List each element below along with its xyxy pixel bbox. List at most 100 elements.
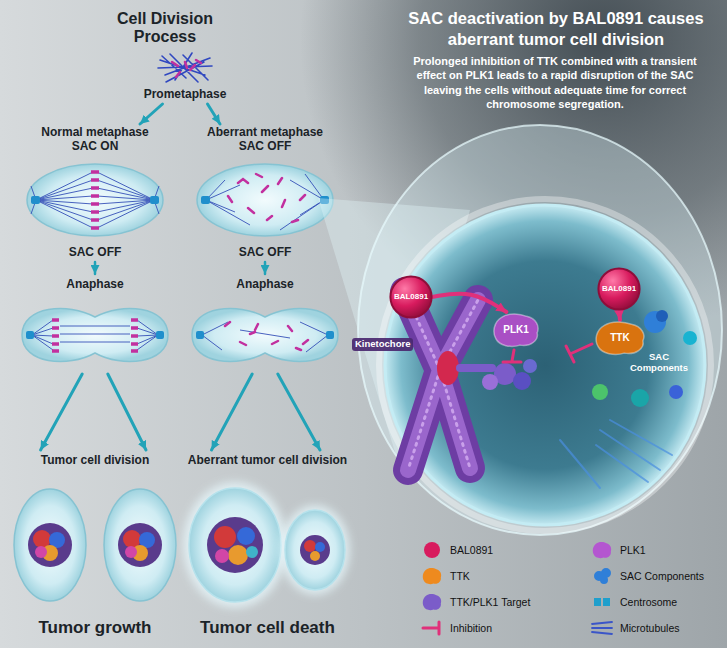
part-label: Kinetochore xyxy=(352,338,413,351)
node-heading: Tumor cell division xyxy=(41,454,149,468)
anaphase-cell xyxy=(22,308,168,361)
flow-arrow xyxy=(94,262,97,274)
dying-cells xyxy=(183,482,287,608)
dying-cells xyxy=(300,535,330,565)
legend-item: BAL0891 xyxy=(420,540,493,560)
legend-item: Microtubules xyxy=(590,618,680,638)
metaphase-cell xyxy=(31,172,159,228)
protein-blob xyxy=(494,314,538,346)
daughter-cells xyxy=(118,523,162,567)
chromosome xyxy=(405,292,478,470)
dying-cells xyxy=(310,551,320,561)
legend-swatch xyxy=(420,618,444,638)
sac-components xyxy=(683,331,697,345)
target-protein xyxy=(482,374,498,390)
node-heading: Aberrant metaphase SAC OFF xyxy=(200,126,330,154)
flow-arrow xyxy=(108,374,146,450)
stage-box: Aberrant metaphase SAC OFFSAC OFF xyxy=(190,124,340,262)
flow-arrow xyxy=(41,374,83,450)
aberrant-metaphase-cell xyxy=(197,164,333,236)
chromosome xyxy=(405,292,478,470)
target-protein xyxy=(456,359,537,390)
legend-swatch xyxy=(420,540,444,560)
aberrant-metaphase-cell xyxy=(228,174,305,222)
legend-text: TTK xyxy=(450,570,470,582)
protein-blob xyxy=(596,322,644,354)
node-heading: Prometaphase xyxy=(144,88,227,102)
aberrant-anaphase-cell xyxy=(192,308,338,361)
zoom-inset xyxy=(358,125,722,535)
drug-sphere: BAL0891 xyxy=(390,276,432,318)
daughter-cells xyxy=(35,546,47,558)
title-block: SAC deactivation by BAL0891 causes aberr… xyxy=(395,8,717,49)
flow-arrow xyxy=(212,374,253,450)
stage-box: Anaphase xyxy=(15,274,175,374)
dying-cells xyxy=(285,510,345,590)
part-label: Kinetochore xyxy=(352,338,413,351)
flow-arrow xyxy=(208,104,221,124)
metaphase-cell xyxy=(91,172,99,228)
inhibition-symbol xyxy=(423,622,439,634)
zoom-inset xyxy=(385,205,705,525)
aberrant-anaphase-cell xyxy=(202,322,328,352)
outcome-box: Aberrant tumor cell divisionTumor cell d… xyxy=(180,450,355,642)
sac-components xyxy=(592,384,608,400)
flow-arrow xyxy=(264,262,267,274)
title: SAC deactivation by BAL0891 causes aberr… xyxy=(395,8,717,49)
dying-cells xyxy=(315,542,325,552)
legend-text: Centrosome xyxy=(620,596,677,608)
inhibition-symbol xyxy=(503,350,521,362)
node-text: Tumor cell death xyxy=(200,618,335,638)
zoom-inset xyxy=(560,420,672,488)
legend-text: Microtubules xyxy=(620,622,680,634)
daughter-cells xyxy=(104,489,176,601)
aberrant-anaphase-cell xyxy=(225,322,308,350)
anaphase-cell xyxy=(26,331,34,339)
anaphase-cell xyxy=(32,320,158,350)
part-label: SAC Components xyxy=(622,352,696,374)
prometaphase-figure xyxy=(158,53,212,82)
part-label: SAC Components xyxy=(622,352,696,374)
sac-components xyxy=(592,310,697,407)
legend-text: BAL0891 xyxy=(450,544,493,556)
kinetochore xyxy=(437,351,459,385)
anaphase-cell xyxy=(156,331,164,339)
sac-components xyxy=(656,310,668,322)
legend-swatch xyxy=(590,592,614,612)
node-heading: Normal metaphase SAC ON xyxy=(30,126,160,154)
legend-item: SAC Components xyxy=(590,566,704,586)
flow-arrow xyxy=(619,310,620,320)
target-protein xyxy=(523,359,537,373)
dying-cells xyxy=(189,488,281,602)
prometaphase-figure xyxy=(158,53,212,82)
daughter-cells xyxy=(28,523,72,567)
description-text: Prolonged inhibition of TTK combined wit… xyxy=(398,54,712,111)
dying-cells xyxy=(280,505,350,595)
inhibition-symbol xyxy=(566,344,592,362)
section-heading: Cell Division Process xyxy=(92,10,238,47)
node-text: SAC OFF xyxy=(69,246,122,260)
description-text: Prolonged inhibition of TTK combined wit… xyxy=(398,54,712,111)
node-heading: TTK xyxy=(610,332,629,344)
legend-item: Centrosome xyxy=(590,592,677,612)
outcome-box: Tumor cell divisionTumor growth xyxy=(10,450,180,642)
metaphase-cell xyxy=(150,196,159,204)
legend-text: PLK1 xyxy=(620,544,646,556)
legend-swatch xyxy=(423,594,441,610)
flow-arrow xyxy=(432,294,506,312)
zoom-inset xyxy=(318,125,722,535)
aberrant-metaphase-cell xyxy=(201,196,210,204)
node-heading: Anaphase xyxy=(236,278,293,292)
drug-sphere xyxy=(598,268,639,309)
legend-text: SAC Components xyxy=(620,570,704,582)
legend-swatch xyxy=(590,566,614,586)
microtubule-symbol xyxy=(592,622,612,634)
node-text: Tumor growth xyxy=(39,618,152,638)
legend-swatch xyxy=(423,568,441,584)
drug-sphere: BAL0891 xyxy=(598,268,640,310)
legend-swatch xyxy=(424,542,440,558)
daughter-cells xyxy=(125,546,137,558)
target-protein xyxy=(513,372,531,390)
